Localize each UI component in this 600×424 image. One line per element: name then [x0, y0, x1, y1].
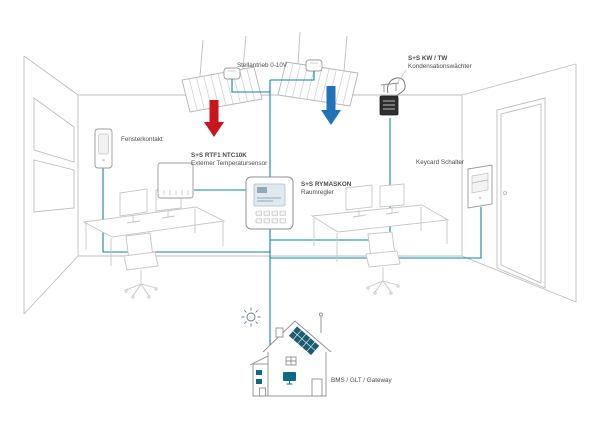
annex-door: [259, 387, 266, 397]
label-gateway: BMS / GLT / Gateway: [331, 377, 393, 384]
monitor-icon: [119, 188, 148, 224]
monitor-icon: [345, 184, 373, 218]
left-wall-edges: [23, 55, 79, 315]
temperature-sensor-device: [157, 162, 194, 199]
label-leader-kwtw: [397, 69, 407, 83]
label-condensation-monitor-sub: Kondensationswächter: [408, 63, 472, 70]
ceiling-panel-right: [277, 61, 359, 107]
actuator-left-device: [223, 67, 241, 80]
window-pane-lower: [33, 159, 75, 213]
keycard-switch-device: [467, 164, 493, 209]
wire-actuator-left: [231, 79, 270, 93]
bms-gateway: [241, 307, 332, 397]
right-wall-edges: [461, 63, 577, 303]
room-structure: [23, 31, 577, 315]
devices: [94, 77, 493, 230]
label-temp-sensor-sub: Externer Temperatursensor: [191, 160, 267, 167]
wire-window-contact: [102, 167, 270, 253]
furniture: [82, 183, 450, 299]
annex-window: [256, 370, 262, 375]
chimney: [275, 327, 284, 338]
building-teal-details: [256, 370, 296, 385]
label-room-controller-title: S+S RYMASKON: [301, 181, 352, 188]
door-frame: [500, 103, 542, 284]
door-handle: [503, 191, 507, 195]
label-temp-sensor-title: S+S RTF1 NTC10K: [191, 152, 247, 159]
label-window-contact: Fensterkontakt: [121, 136, 163, 143]
monitor-icon: [379, 183, 405, 215]
office-chair-right: [365, 231, 401, 295]
wire-keycard: [270, 207, 482, 259]
window-contact-device: [94, 128, 113, 169]
panel-left-fins: [188, 68, 256, 111]
label-condensation-monitor-title: S+S KW / TW: [408, 55, 447, 62]
desk-left: [82, 186, 226, 266]
ceiling-panel-left: [181, 66, 263, 113]
door: [496, 97, 546, 289]
label-room-controller-sub: Raumregler: [301, 189, 334, 196]
ceiling-panels: [181, 59, 359, 113]
condensation-monitor-device: [379, 77, 406, 116]
building-door: [311, 378, 323, 397]
ceiling-suspension-lines: [199, 31, 348, 77]
room-controller-device: [245, 176, 294, 230]
antenna-top: [318, 312, 324, 317]
window-pane-upper: [33, 97, 75, 163]
monitor-icon: [283, 372, 296, 381]
heating-arrow-icon: [204, 100, 224, 137]
wire-actuator-right: [270, 71, 315, 81]
labels: Stellantrieb 0-10V S+S KW / TW Kondensat…: [121, 55, 472, 384]
actuator-right-device: [305, 59, 323, 72]
office-chair-left: [123, 232, 159, 299]
cooling-arrow-icon: [321, 86, 341, 125]
controller-buttons: [255, 210, 286, 224]
sun-icon: [241, 307, 261, 327]
annex-window: [256, 379, 262, 384]
solar-panel-icon: [288, 325, 321, 356]
label-keycard: Keycard Schalter: [416, 159, 464, 166]
label-actuator: Stellantrieb 0-10V: [237, 62, 288, 69]
desk-right: [310, 183, 450, 262]
